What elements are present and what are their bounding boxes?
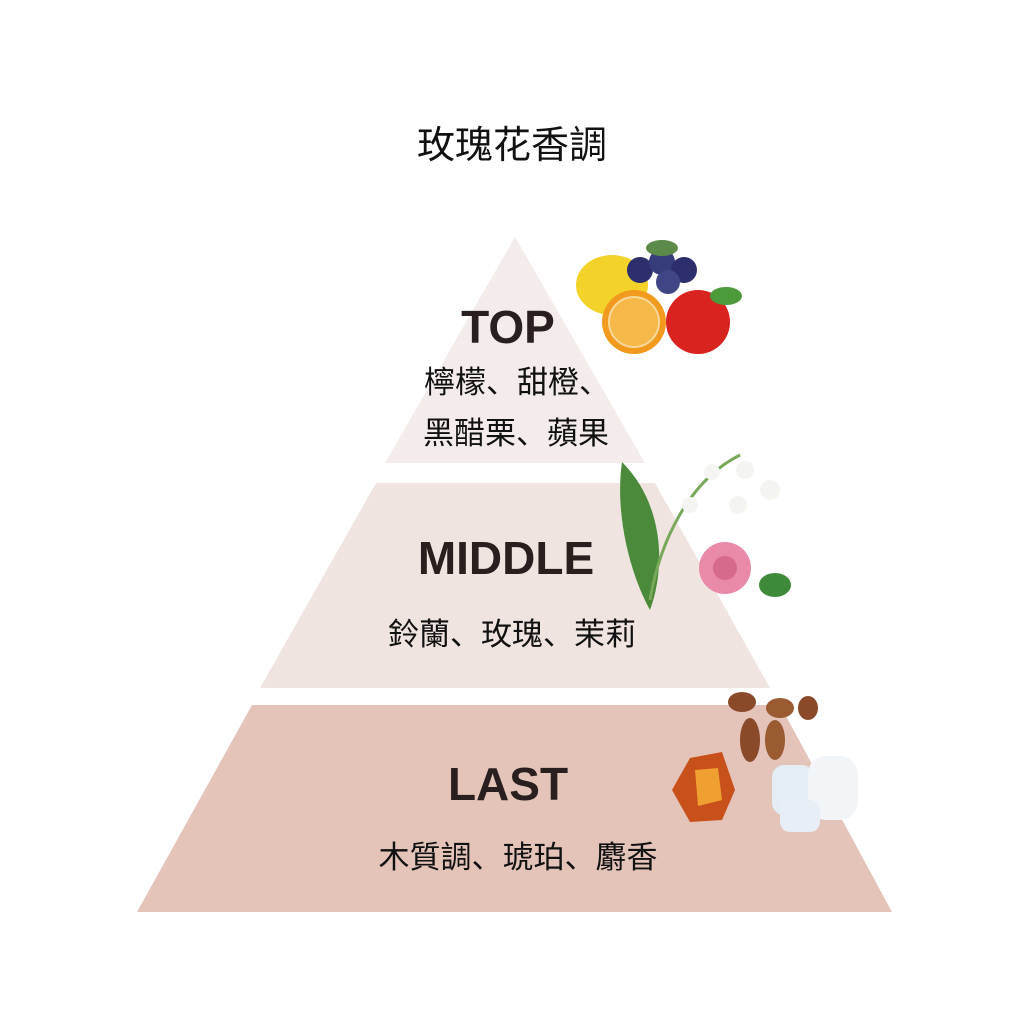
tier-last-label: LAST: [448, 758, 568, 810]
title: 玫瑰花香調: [417, 123, 607, 167]
tier-middle-label: MIDDLE: [418, 532, 594, 584]
amber-wood-musk-illustration-icon: [672, 692, 858, 832]
tier-top-notes-line-2: 黑醋栗、蘋果: [423, 416, 609, 452]
tier-top-label: TOP: [461, 301, 555, 353]
tier-middle-notes: 鈴蘭、玫瑰、茉莉: [388, 617, 636, 653]
tier-middle-shape: [260, 483, 770, 688]
tier-top-shape: [385, 237, 645, 463]
flower-illustration-icon: [620, 453, 791, 610]
tier-top-notes-line-1: 檸檬、甜橙、: [424, 365, 610, 401]
fruit-illustration-icon: [576, 240, 742, 354]
tier-last-notes: 木質調、琥珀、麝香: [379, 840, 658, 876]
